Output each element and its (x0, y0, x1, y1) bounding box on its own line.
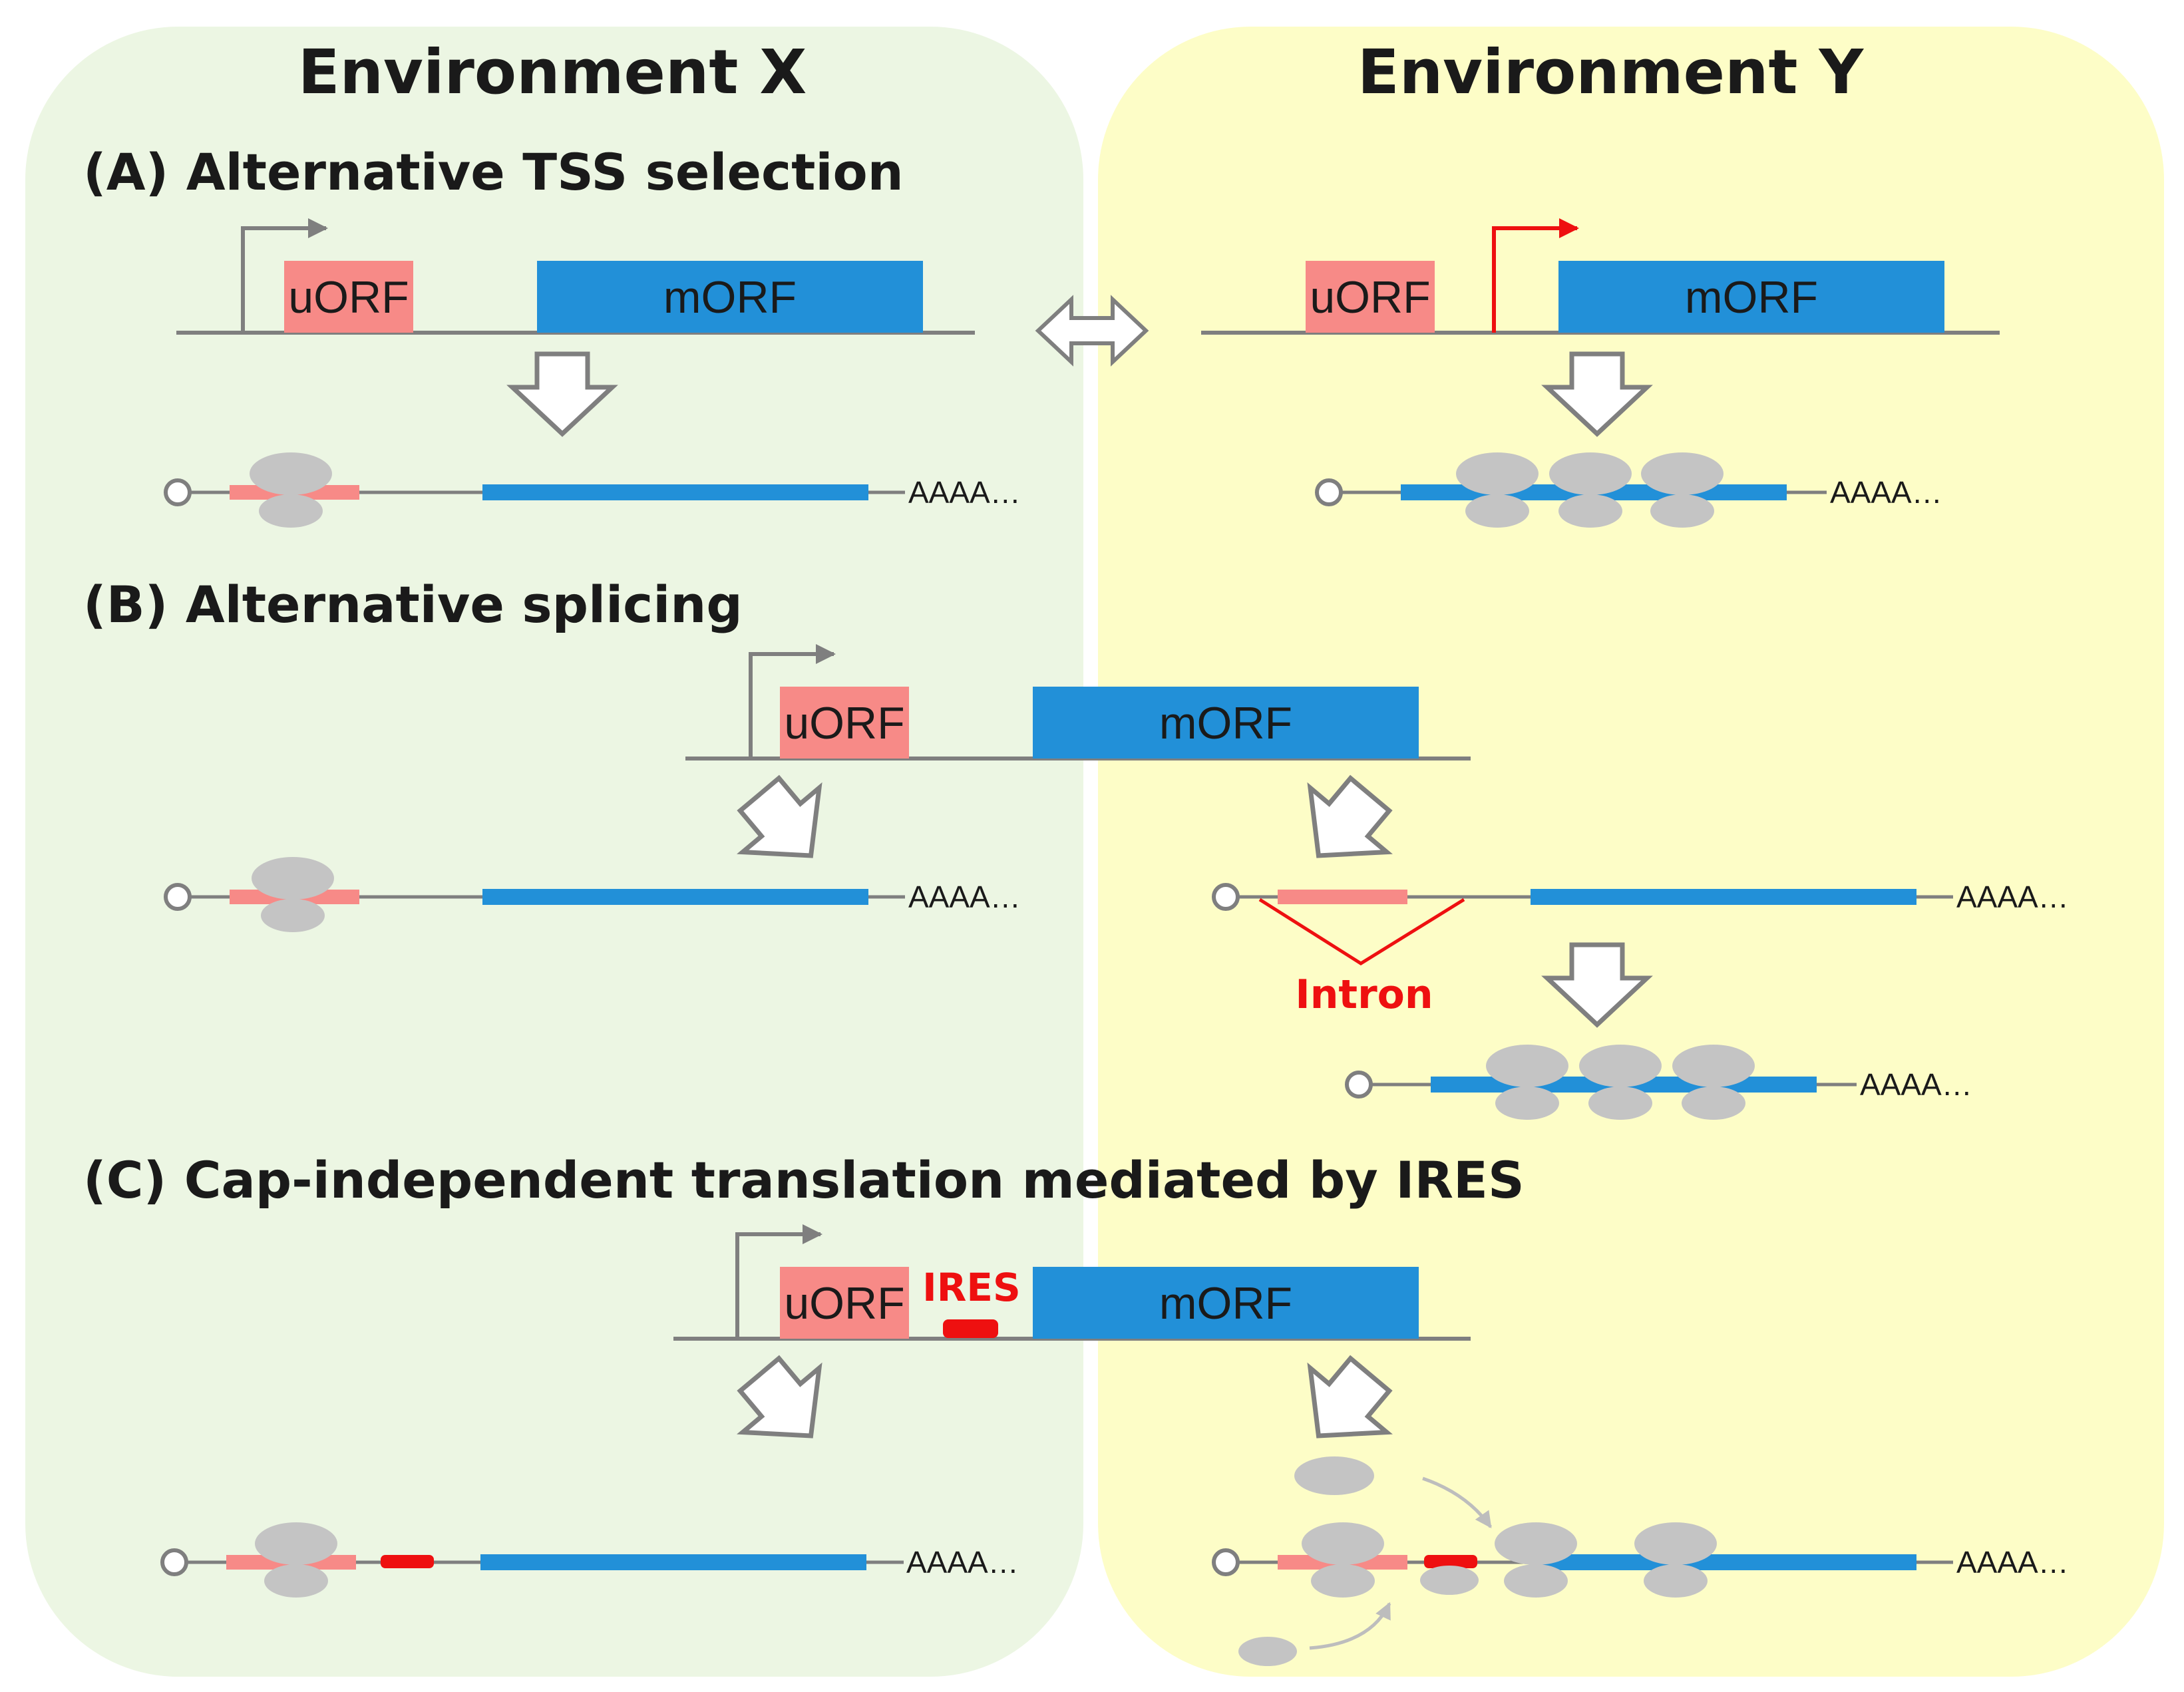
section-c-title: (C) Cap-independent translation mediated… (83, 1150, 1525, 1210)
cap-icon (1315, 478, 1343, 506)
section-a-gene-y: uORF mORF (1201, 218, 2000, 335)
morf-label: mORF (663, 272, 797, 323)
morf-box (537, 261, 923, 333)
environment-y-title: Environment Y (1358, 37, 1865, 108)
morf-box (1558, 261, 1944, 333)
morf-box (1033, 687, 1419, 759)
intron-bracket (1258, 898, 1465, 965)
morf-segment (482, 889, 868, 905)
morf-segment (1531, 889, 1916, 905)
uorf-box (780, 687, 909, 759)
environment-x-panel (25, 27, 1083, 1677)
section-b-title: (B) Alternative splicing (83, 575, 743, 634)
section-b-spliced-mrna: AAAA… (1345, 1045, 1972, 1120)
cap-icon (1212, 883, 1240, 911)
section-a-title: (A) Alternative TSS selection (83, 142, 904, 202)
ribosome-small-subunit-icon (1238, 1637, 1297, 1666)
morf-segment (1531, 1554, 1916, 1570)
morf-box (1033, 1267, 1419, 1339)
uorf-box (780, 1267, 909, 1339)
section-c-mrna-y: AAAA… (1212, 1456, 2069, 1666)
ires-segment (1424, 1555, 1477, 1568)
ires-element (943, 1319, 998, 1338)
morf-label: mORF (1685, 272, 1818, 323)
morf-segment (480, 1554, 866, 1570)
polya-tail: AAAA… (908, 880, 1021, 914)
cap-icon (164, 883, 192, 911)
polya-tail: AAAA… (1830, 475, 1942, 510)
section-c-mrna-x: AAAA… (160, 1522, 1019, 1598)
left-right-arrow-icon (1035, 295, 1149, 367)
section-b-mrna-y: Intron AAAA… (1212, 880, 2069, 1018)
tss-arrow-icon (1492, 218, 1579, 333)
section-a-mrna-x: AAAA… (164, 452, 1021, 528)
uorf-box (284, 261, 413, 333)
morf-segment (482, 484, 868, 500)
tss-arrow-icon (241, 218, 328, 333)
recruitment-arrow-icon (1309, 1602, 1391, 1650)
cap-icon (1212, 1548, 1240, 1576)
uorf-segment (1278, 890, 1407, 904)
morf-label: mORF (1159, 1278, 1292, 1329)
polya-tail: AAAA… (908, 475, 1021, 510)
polya-tail: AAAA… (906, 1545, 1019, 1580)
ires-segment (381, 1555, 434, 1568)
polya-tail: AAAA… (1956, 880, 2069, 914)
cap-icon (164, 478, 192, 506)
uorf-label: uORF (1310, 272, 1430, 323)
section-b-gene: uORF mORF (685, 644, 1471, 761)
recruitment-arrow-icon (1422, 1476, 1493, 1529)
section-b-mrna-x: AAAA… (164, 857, 1021, 932)
cap-icon (160, 1548, 188, 1576)
uorf-label: uORF (288, 272, 409, 323)
tss-arrow-icon (735, 1224, 822, 1339)
environment-y-panel (1098, 27, 2164, 1677)
ribosome-small-subunit-icon (1420, 1566, 1479, 1595)
polya-tail: AAAA… (1956, 1545, 2069, 1580)
morf-label: mORF (1159, 698, 1292, 749)
polya-tail: AAAA… (1860, 1067, 1972, 1102)
uorf-label: uORF (784, 1278, 904, 1329)
intron-label: Intron (1295, 971, 1433, 1018)
ribosome-large-subunit-icon (1294, 1456, 1374, 1495)
ires-label: IRES (922, 1265, 1021, 1310)
uorf-label: uORF (784, 698, 904, 749)
section-a-gene-x: uORF mORF (176, 218, 975, 335)
uorf-box (1306, 261, 1435, 333)
cap-icon (1345, 1071, 1373, 1099)
environment-x-title: Environment X (298, 37, 807, 108)
section-c-gene: uORF mORF IRES (673, 1224, 1471, 1341)
tss-arrow-icon (749, 644, 836, 759)
section-a-mrna-y: AAAA… (1315, 452, 1942, 528)
